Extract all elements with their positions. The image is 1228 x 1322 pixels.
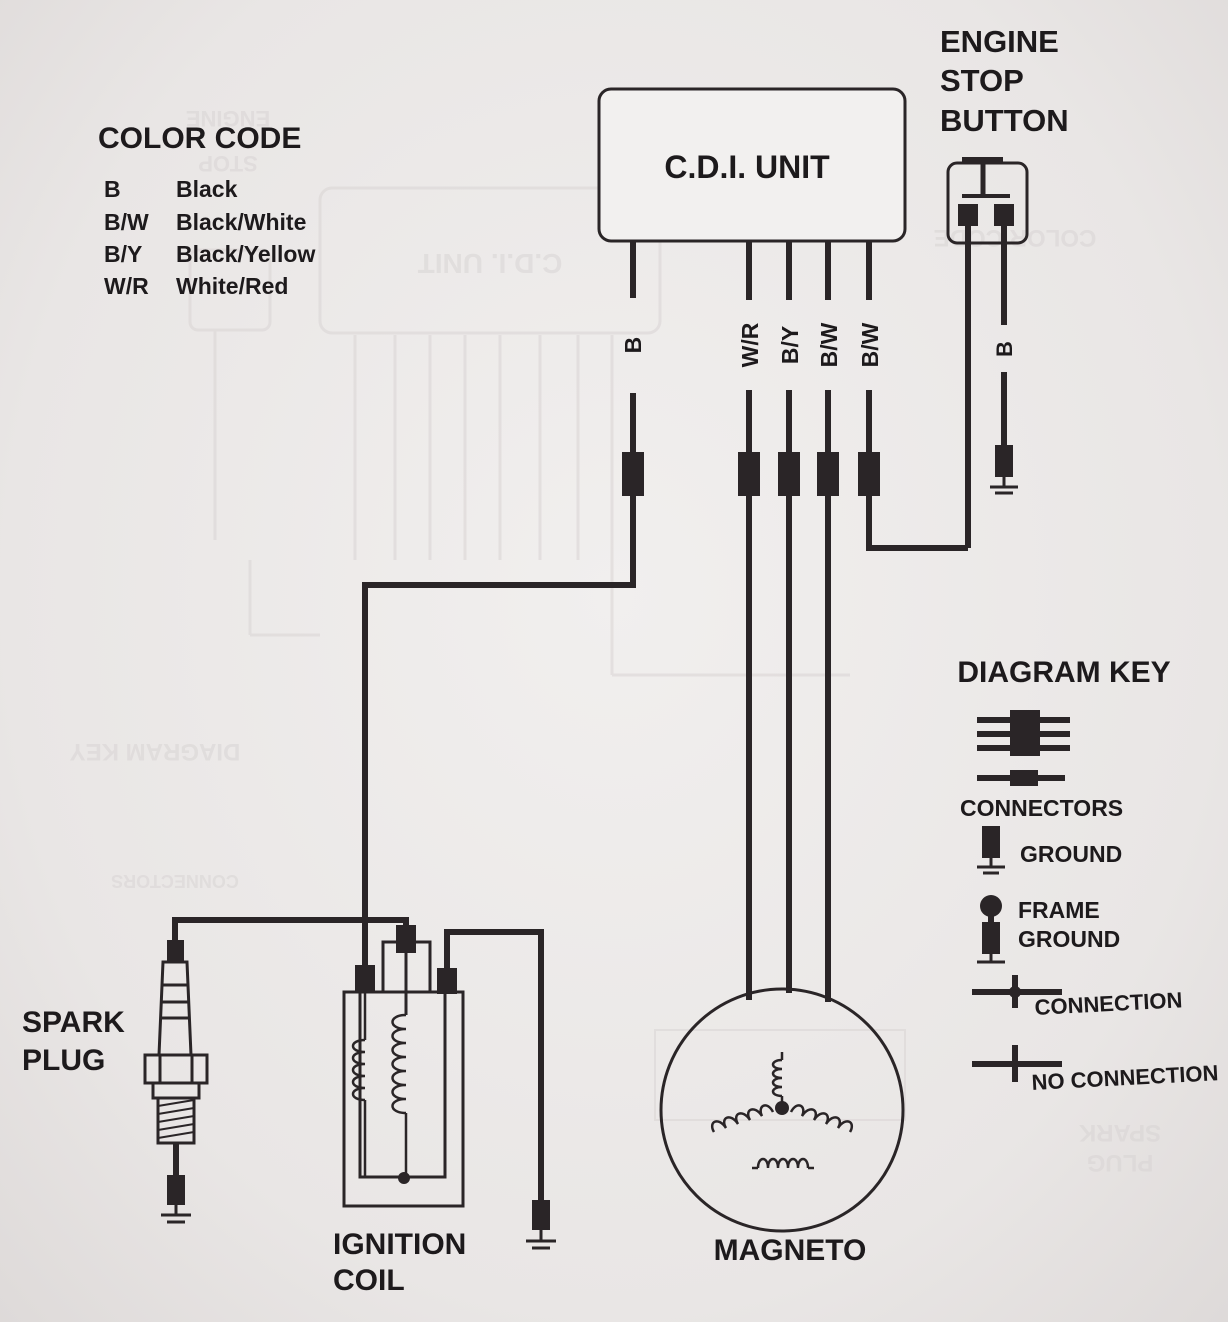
ignition-coil: IGNITION COIL bbox=[333, 925, 466, 1297]
stop-switch-terminal bbox=[994, 204, 1014, 226]
engine-stop-label-line1: ENGINE bbox=[940, 24, 1059, 59]
coil-junction-dot bbox=[398, 1172, 410, 1184]
cdi-unit: C.D.I. UNIT bbox=[597, 87, 907, 243]
spark-plug-label-line1: SPARK bbox=[22, 1006, 125, 1039]
svg-text:COLOR CODE: COLOR CODE bbox=[934, 224, 1097, 251]
stop-wire-label: B bbox=[992, 341, 1017, 357]
primary-winding-icon bbox=[351, 992, 367, 1177]
color-code-entry-code: W/R bbox=[104, 273, 149, 299]
key-frame-ground-label-line1: FRAME bbox=[1018, 897, 1100, 923]
spark-plug-hex bbox=[143, 1053, 209, 1085]
engine-stop-button: ENGINE STOP BUTTON B bbox=[940, 24, 1069, 548]
spark-plug-insulator bbox=[157, 960, 193, 1057]
color-code-legend: COLOR CODE B Black B/W Black/White B/Y B… bbox=[98, 122, 315, 299]
ignition-coil-label-line1: IGNITION bbox=[333, 1228, 466, 1261]
ground-icon bbox=[990, 445, 1018, 495]
connector-icon bbox=[817, 452, 839, 496]
wire-label-bw: B/W bbox=[816, 322, 842, 367]
connection-key-icon bbox=[972, 975, 1062, 1008]
coil-ground-lead bbox=[444, 929, 544, 1200]
stator-center-dot bbox=[775, 1101, 789, 1115]
ground-icon bbox=[161, 1175, 191, 1224]
svg-text:PLUG: PLUG bbox=[1087, 1149, 1154, 1176]
wire-label-by: B/Y bbox=[777, 326, 803, 364]
color-code-entry-name: Black/Yellow bbox=[176, 241, 315, 267]
diagram-key-title: DIAGRAM KEY bbox=[957, 656, 1170, 689]
svg-text:CONNECTORS: CONNECTORS bbox=[111, 871, 239, 891]
key-frame-ground-label-line2: GROUND bbox=[1018, 926, 1120, 952]
wire-label-wr: W/R bbox=[737, 322, 763, 367]
spark-plug-label-line2: PLUG bbox=[22, 1044, 105, 1077]
color-code-entry-name: Black/White bbox=[176, 209, 306, 235]
svg-text:DIAGRAM KEY: DIAGRAM KEY bbox=[70, 738, 241, 765]
magneto-housing bbox=[659, 987, 905, 1233]
coil-terminal bbox=[396, 925, 416, 953]
engine-stop-label-line3: BUTTON bbox=[940, 103, 1069, 138]
connector-icon bbox=[738, 452, 760, 496]
bleed-through-artifact: C.D.I. UNIT DIAGRAM KEY CONNECTORS SPARK… bbox=[70, 106, 1161, 1176]
key-ground-label: GROUND bbox=[1020, 841, 1122, 867]
color-code-entry-name: Black bbox=[176, 176, 238, 202]
stop-switch-terminal bbox=[958, 204, 978, 226]
diagram-key: DIAGRAM KEY CONNECTORS GROUND FRAME bbox=[957, 656, 1219, 1095]
engine-stop-label-line2: STOP bbox=[940, 63, 1024, 98]
connector-key-icon bbox=[977, 710, 1070, 786]
connector-icon bbox=[778, 452, 800, 496]
coil-terminal bbox=[355, 965, 375, 993]
ignition-coil-label-line2: COIL bbox=[333, 1264, 405, 1297]
magneto-label: MAGNETO bbox=[714, 1234, 867, 1267]
spark-plug: SPARK PLUG bbox=[22, 940, 209, 1224]
connector-icon bbox=[858, 452, 880, 496]
high-tension-lead bbox=[172, 917, 409, 960]
svg-text:C.D.I. UNIT: C.D.I. UNIT bbox=[418, 248, 563, 279]
magneto: MAGNETO bbox=[659, 987, 905, 1267]
key-connectors-label: CONNECTORS bbox=[960, 795, 1123, 821]
color-code-title: COLOR CODE bbox=[98, 122, 301, 155]
no-connection-key-icon bbox=[972, 1045, 1062, 1082]
svg-text:STOP: STOP bbox=[198, 151, 258, 176]
color-code-entry-code: B bbox=[104, 176, 121, 202]
svg-text:ENGINE: ENGINE bbox=[186, 106, 270, 131]
color-code-entry-code: B/W bbox=[104, 209, 149, 235]
ground-icon bbox=[526, 1200, 556, 1250]
svg-text:SPARK: SPARK bbox=[1078, 1119, 1161, 1146]
cdi-wire-harness: B W/R B/Y B/W B/W bbox=[362, 241, 968, 1002]
wire-label-bw: B/W bbox=[857, 322, 883, 367]
connector-icon bbox=[622, 452, 644, 496]
cdi-unit-label: C.D.I. UNIT bbox=[664, 149, 830, 185]
coil-housing bbox=[342, 990, 465, 1208]
ground-key-icon bbox=[977, 826, 1005, 875]
secondary-winding-icon bbox=[391, 1013, 408, 1177]
frame-ground-key-icon bbox=[977, 895, 1005, 964]
wire-label-b: B bbox=[620, 337, 646, 354]
coil-terminal bbox=[437, 968, 457, 994]
color-code-entry-code: B/Y bbox=[104, 241, 142, 267]
color-code-entry-name: White/Red bbox=[176, 273, 288, 299]
